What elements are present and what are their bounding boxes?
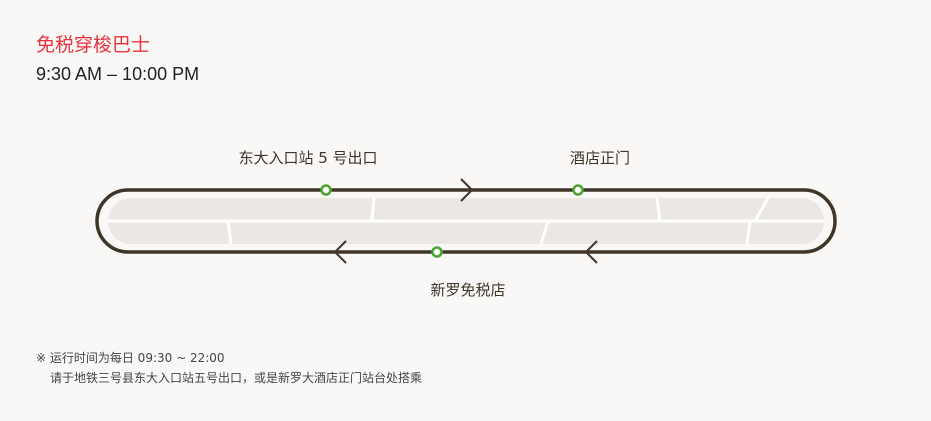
stop-label-hotel: 酒店正门 (569, 149, 631, 167)
arrow-left-icon (584, 240, 598, 264)
stop-marker-hotel[interactable] (572, 184, 584, 196)
page-title: 免税穿梭巴士 (36, 34, 151, 56)
stop-label-dutyfree: 新罗免税店 (430, 281, 506, 299)
route-track (95, 188, 837, 254)
note-hours: ※ 运行时间为每日 09:30 ~ 22:00 (36, 351, 225, 365)
arrow-right-icon (460, 178, 474, 202)
stop-label-dongdae: 东大入口站 5 号出口 (238, 149, 378, 167)
note-boarding: 请于地铁三号县东大入口站五号出口，或是新罗大酒店正门站台处搭乘 (50, 371, 423, 385)
stop-marker-dongdae[interactable] (320, 184, 332, 196)
stop-marker-dutyfree[interactable] (431, 246, 443, 258)
road (108, 197, 824, 245)
arrow-left-icon (333, 240, 347, 264)
operating-hours: 9:30 AM – 10:00 PM (36, 64, 200, 84)
